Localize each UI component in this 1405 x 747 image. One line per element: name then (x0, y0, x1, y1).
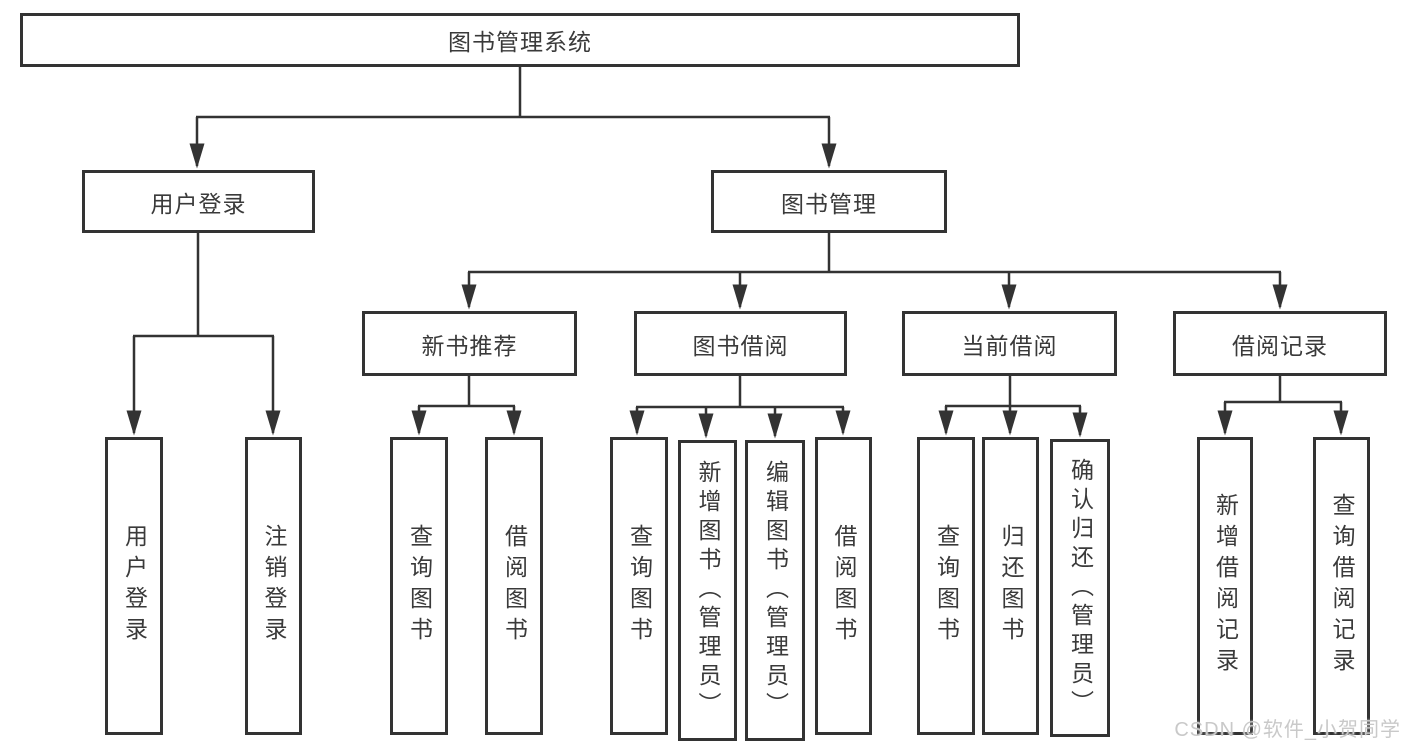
node-user-login: 用户登录 (82, 170, 315, 233)
node-new-book-recommend: 新书推荐 (362, 311, 577, 376)
node-label: 查询图书 (406, 524, 433, 648)
node-label: 用户登录 (121, 524, 148, 648)
node-label: 新增借阅记录 (1212, 493, 1239, 679)
node-leaf-borrow-books-1: 借阅图书 (485, 437, 543, 735)
node-leaf-user-login: 用户登录 (105, 437, 163, 735)
node-label: 编辑图书（管理员） (762, 460, 789, 721)
node-leaf-return-books: 归还图书 (982, 437, 1039, 735)
node-leaf-add-books-admin: 新增图书（管理员） (678, 440, 737, 741)
node-library-management-system: 图书管理系统 (20, 13, 1020, 67)
node-label: 查询借阅记录 (1329, 493, 1355, 679)
node-label: 归还图书 (998, 524, 1024, 648)
node-label: 查询图书 (933, 524, 960, 648)
node-borrowing-records: 借阅记录 (1173, 311, 1387, 376)
node-leaf-edit-books-admin: 编辑图书（管理员） (745, 440, 805, 741)
node-label: 借阅图书 (831, 524, 857, 648)
node-leaf-query-books-2: 查询图书 (610, 437, 668, 735)
node-leaf-confirm-return-admin: 确认归还（管理员） (1050, 439, 1110, 737)
node-leaf-logout: 注销登录 (245, 437, 302, 735)
node-leaf-query-borrow-record: 查询借阅记录 (1313, 437, 1370, 735)
node-leaf-borrow-books-2: 借阅图书 (815, 437, 872, 735)
node-leaf-query-books-3: 查询图书 (917, 437, 975, 735)
node-book-management: 图书管理 (711, 170, 947, 233)
node-leaf-add-borrow-record: 新增借阅记录 (1197, 437, 1253, 735)
node-leaf-query-books-1: 查询图书 (390, 437, 448, 735)
node-label: 确认归还（管理员） (1067, 457, 1094, 719)
node-label: 注销登录 (261, 524, 287, 648)
node-label: 借阅图书 (501, 524, 528, 648)
node-book-borrowing: 图书借阅 (634, 311, 847, 376)
node-label: 查询图书 (626, 524, 653, 648)
csdn-watermark: CSDN @软件_小贺同学 (1174, 719, 1401, 741)
node-label: 新增图书（管理员） (695, 460, 721, 721)
node-current-borrowing: 当前借阅 (902, 311, 1117, 376)
